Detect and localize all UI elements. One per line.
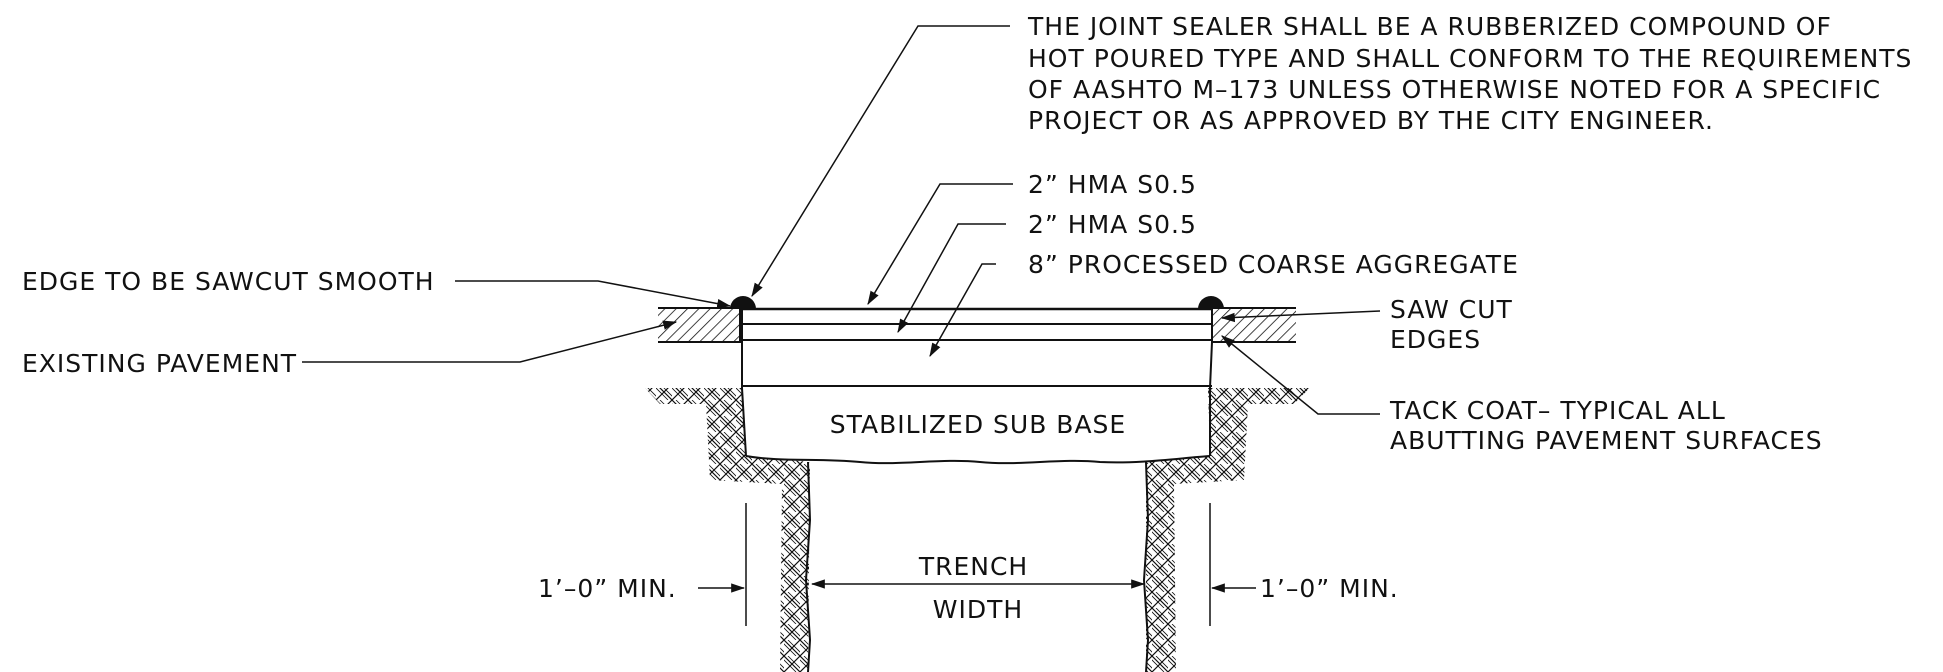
existing-pavement-label: EXISTING PAVEMENT bbox=[22, 349, 297, 378]
sawcut-edge-leader bbox=[455, 280, 732, 309]
trench-left-wall bbox=[804, 461, 812, 672]
sawcut-edge-label: EDGE TO BE SAWCUT SMOOTH bbox=[22, 267, 435, 296]
existing-pavement-left bbox=[658, 308, 740, 342]
trench-width-line-1: TRENCH bbox=[918, 552, 1028, 581]
joint-sealer-note-line-3: OF AASHTO M–173 UNLESS OTHERWISE NOTED F… bbox=[1028, 75, 1881, 104]
joint-sealer-leader bbox=[751, 25, 1010, 297]
saw-cut-edges-line-2: EDGES bbox=[1390, 325, 1481, 354]
saw-cut-edges-leader bbox=[1220, 310, 1381, 323]
surface-course-label: 2” HMA S0.5 bbox=[1028, 170, 1197, 199]
existing-pavement-left-outline bbox=[658, 307, 741, 343]
tack-coat-line-2: ABUTTING PAVEMENT SURFACES bbox=[1390, 426, 1823, 455]
min-right-label: 1’–0” MIN. bbox=[1260, 574, 1399, 603]
aggregate-base-label: 8” PROCESSED COARSE AGGREGATE bbox=[1028, 250, 1519, 279]
min-left-label: 1’–0” MIN. bbox=[538, 574, 677, 603]
tack-coat-leader bbox=[1221, 335, 1380, 415]
existing-pavement-right bbox=[1212, 308, 1296, 342]
joint-sealer-note: THE JOINT SEALER SHALL BE A RUBBERIZED C… bbox=[1027, 12, 1921, 135]
trench-width-line-2: WIDTH bbox=[933, 595, 1023, 624]
intermediate-course-leader bbox=[897, 223, 1006, 334]
soil-right-upper bbox=[1146, 388, 1310, 672]
joint-sealer-note-line-2: HOT POURED TYPE AND SHALL CONFORM TO THE… bbox=[1028, 44, 1912, 73]
trench-width-label: TRENCH WIDTH bbox=[918, 552, 1037, 624]
joint-sealer-left bbox=[730, 296, 756, 309]
surface-course-leader bbox=[867, 183, 1013, 306]
joint-sealer-right bbox=[1198, 296, 1224, 309]
saw-cut-edges-label: SAW CUT EDGES bbox=[1390, 295, 1522, 354]
tack-coat-line-1: TACK COAT– TYPICAL ALL bbox=[1389, 396, 1726, 425]
intermediate-course-label: 2” HMA S0.5 bbox=[1028, 210, 1197, 239]
soil-left-upper bbox=[645, 388, 810, 672]
saw-cut-edges-line-1: SAW CUT bbox=[1390, 295, 1513, 324]
sub-base-bottom-line bbox=[745, 455, 1211, 465]
sub-base-label: STABILIZED SUB BASE bbox=[830, 410, 1126, 439]
tack-coat-label: TACK COAT– TYPICAL ALL ABUTTING PAVEMENT… bbox=[1389, 396, 1823, 455]
aggregate-leader bbox=[929, 263, 996, 358]
joint-sealer-note-line-4: PROJECT OR AS APPROVED BY THE CITY ENGIN… bbox=[1028, 106, 1714, 135]
existing-pavement-leader bbox=[302, 320, 678, 363]
joint-sealer-note-line-1: THE JOINT SEALER SHALL BE A RUBBERIZED C… bbox=[1027, 12, 1832, 41]
